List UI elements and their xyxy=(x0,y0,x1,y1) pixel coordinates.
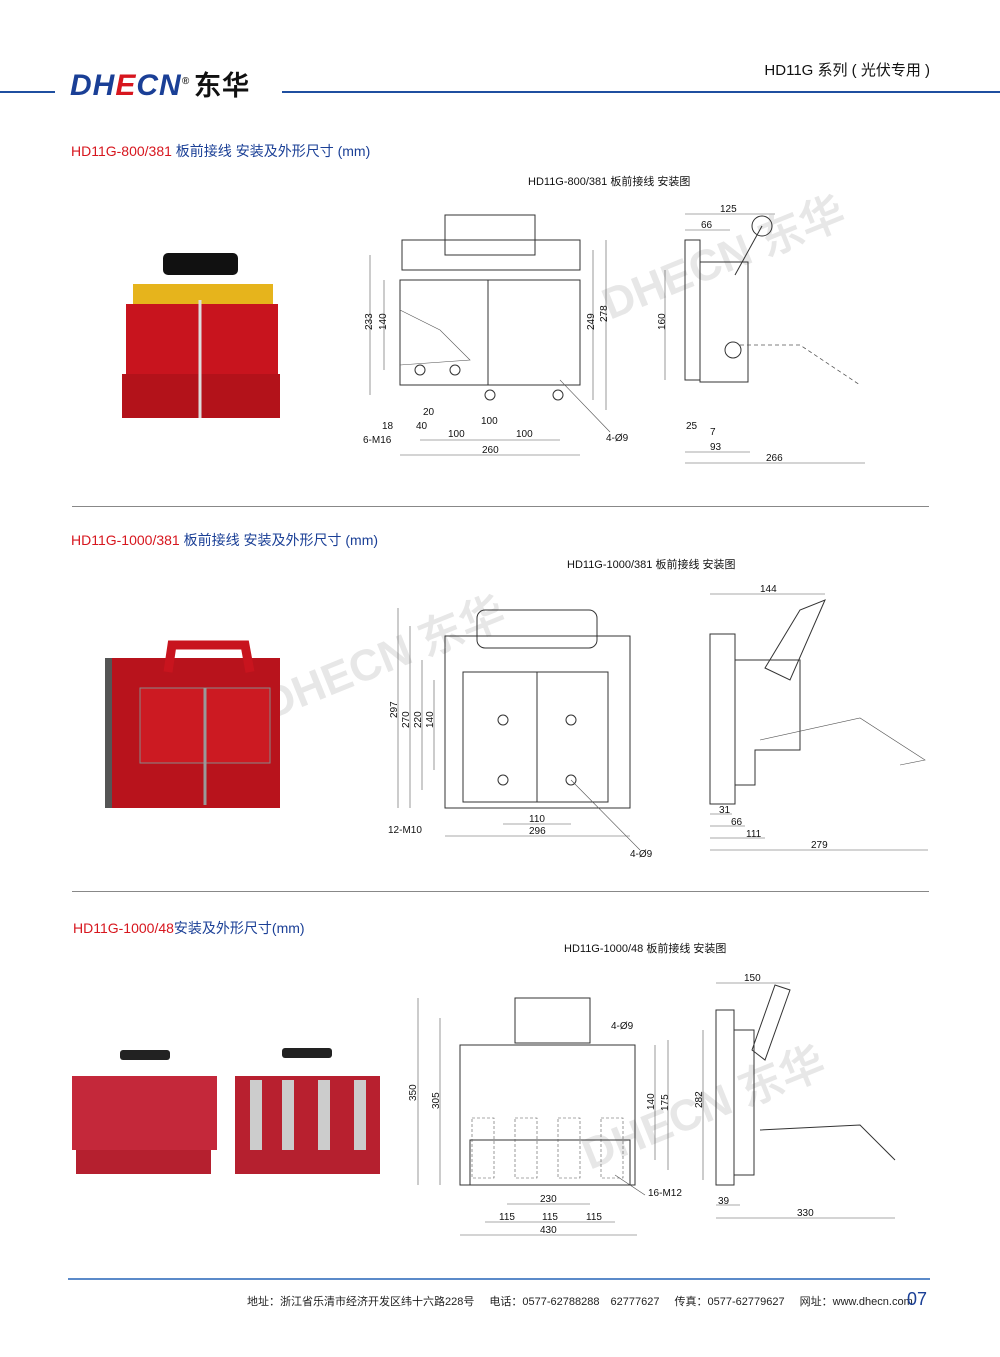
section-3-title: HD11G-1000/48安装及外形尺寸(mm) xyxy=(73,920,305,936)
svg-text:220: 220 xyxy=(413,711,424,728)
svg-text:39: 39 xyxy=(718,1196,730,1207)
header-rule-left xyxy=(0,91,55,93)
divider xyxy=(72,506,929,507)
front-view-1000-381 xyxy=(397,608,641,851)
footer-website: 网址：www.dhecn.com xyxy=(799,1296,913,1308)
svg-text:296: 296 xyxy=(529,826,546,837)
svg-text:12-M10: 12-M10 xyxy=(388,825,422,836)
svg-text:115: 115 xyxy=(586,1212,602,1223)
page-number: 07 xyxy=(907,1289,928,1309)
dimension-labels-1000-48: 350 305 140 175 282 4-Ø9 16-M12 230 115 … xyxy=(408,973,814,1236)
svg-text:266: 266 xyxy=(766,453,783,464)
header-rule-right xyxy=(282,91,1000,93)
svg-text:66: 66 xyxy=(731,817,743,828)
svg-text:279: 279 xyxy=(811,840,828,851)
footer-contact: 地址：浙江省乐清市经济开发区纬十六路228号 电话：0577-62788288 … xyxy=(247,1293,925,1309)
svg-text:230: 230 xyxy=(540,1194,557,1205)
svg-text:430: 430 xyxy=(540,1225,557,1236)
section-1-title: HD11G-800/381 板前接线 安装及外形尺寸 (mm) xyxy=(71,143,371,159)
section-2-caption: HD11G-1000/381 板前接线 安装图 xyxy=(567,559,736,571)
side-view-1000-381 xyxy=(709,593,928,851)
side-view-800-381 xyxy=(664,213,865,464)
dimension-labels-800-381: 233 140 249 278 20 18 40 6-M16 100 100 1… xyxy=(363,204,783,464)
svg-text:66: 66 xyxy=(701,220,713,231)
series-title: HD11G 系列 ( 光伏专用 ) xyxy=(764,62,930,79)
front-view-1000-48 xyxy=(417,997,669,1236)
svg-text:115: 115 xyxy=(499,1212,515,1223)
side-view-1000-48 xyxy=(702,982,896,1219)
footer-address: 地址：浙江省乐清市经济开发区纬十六路228号 xyxy=(247,1296,475,1308)
svg-text:144: 144 xyxy=(760,584,777,595)
svg-text:260: 260 xyxy=(482,445,499,456)
svg-text:282: 282 xyxy=(694,1091,705,1108)
svg-text:4-Ø9: 4-Ø9 xyxy=(630,849,653,860)
section-1-caption: HD11G-800/381 板前接线 安装图 xyxy=(528,176,691,188)
svg-text:4-Ø9: 4-Ø9 xyxy=(606,433,629,444)
watermark: DHECN 东华 xyxy=(255,588,511,730)
svg-text:16-M12: 16-M12 xyxy=(648,1188,682,1199)
footer-fax: 传真：0577-62779627 xyxy=(674,1296,785,1308)
svg-text:7: 7 xyxy=(710,427,716,438)
svg-text:100: 100 xyxy=(516,429,533,440)
svg-text:18: 18 xyxy=(382,421,394,432)
svg-text:233: 233 xyxy=(364,313,375,330)
section-3-caption: HD11G-1000/48 板前接线 安装图 xyxy=(564,943,727,955)
svg-text:305: 305 xyxy=(431,1092,442,1109)
svg-text:6-M16: 6-M16 xyxy=(363,435,392,446)
svg-text:140: 140 xyxy=(646,1093,657,1110)
svg-text:350: 350 xyxy=(408,1084,419,1101)
divider xyxy=(72,891,929,892)
product-photo-1000-48-back xyxy=(235,1048,380,1174)
svg-text:31: 31 xyxy=(719,805,731,816)
svg-text:25: 25 xyxy=(686,421,698,432)
svg-text:330: 330 xyxy=(797,1208,814,1219)
svg-text:115: 115 xyxy=(542,1212,558,1223)
product-photo-1000-48-front xyxy=(72,1050,217,1174)
svg-text:4-Ø9: 4-Ø9 xyxy=(611,1021,634,1032)
svg-text:278: 278 xyxy=(599,305,610,322)
svg-text:125: 125 xyxy=(720,204,737,215)
footer-rule xyxy=(68,1278,930,1280)
front-view-800-381 xyxy=(369,214,611,456)
svg-text:150: 150 xyxy=(744,973,761,984)
section-2-title: HD11G-1000/381 板前接线 安装及外形尺寸 (mm) xyxy=(71,532,379,548)
svg-text:175: 175 xyxy=(660,1094,671,1111)
svg-text:20: 20 xyxy=(423,407,435,418)
svg-text:297: 297 xyxy=(389,701,400,718)
svg-text:140: 140 xyxy=(425,711,436,728)
svg-text:100: 100 xyxy=(448,429,465,440)
svg-text:140: 140 xyxy=(378,313,389,330)
dimension-labels-1000-381: 297 270 220 140 110 296 12-M10 4-Ø9 144 … xyxy=(388,584,828,860)
svg-text:249: 249 xyxy=(586,313,597,330)
svg-text:100: 100 xyxy=(481,416,498,427)
svg-text:270: 270 xyxy=(401,711,412,728)
brand-logo: DHECN®东华 xyxy=(70,69,251,102)
svg-text:40: 40 xyxy=(416,421,428,432)
product-photo-1000-381 xyxy=(105,640,280,808)
svg-text:160: 160 xyxy=(657,313,668,330)
svg-text:111: 111 xyxy=(746,829,762,840)
svg-text:110: 110 xyxy=(529,814,545,825)
svg-text:93: 93 xyxy=(710,442,722,453)
product-photo-800-381 xyxy=(122,253,280,418)
footer-phone: 电话：0577-62788288 62777627 xyxy=(489,1296,660,1308)
